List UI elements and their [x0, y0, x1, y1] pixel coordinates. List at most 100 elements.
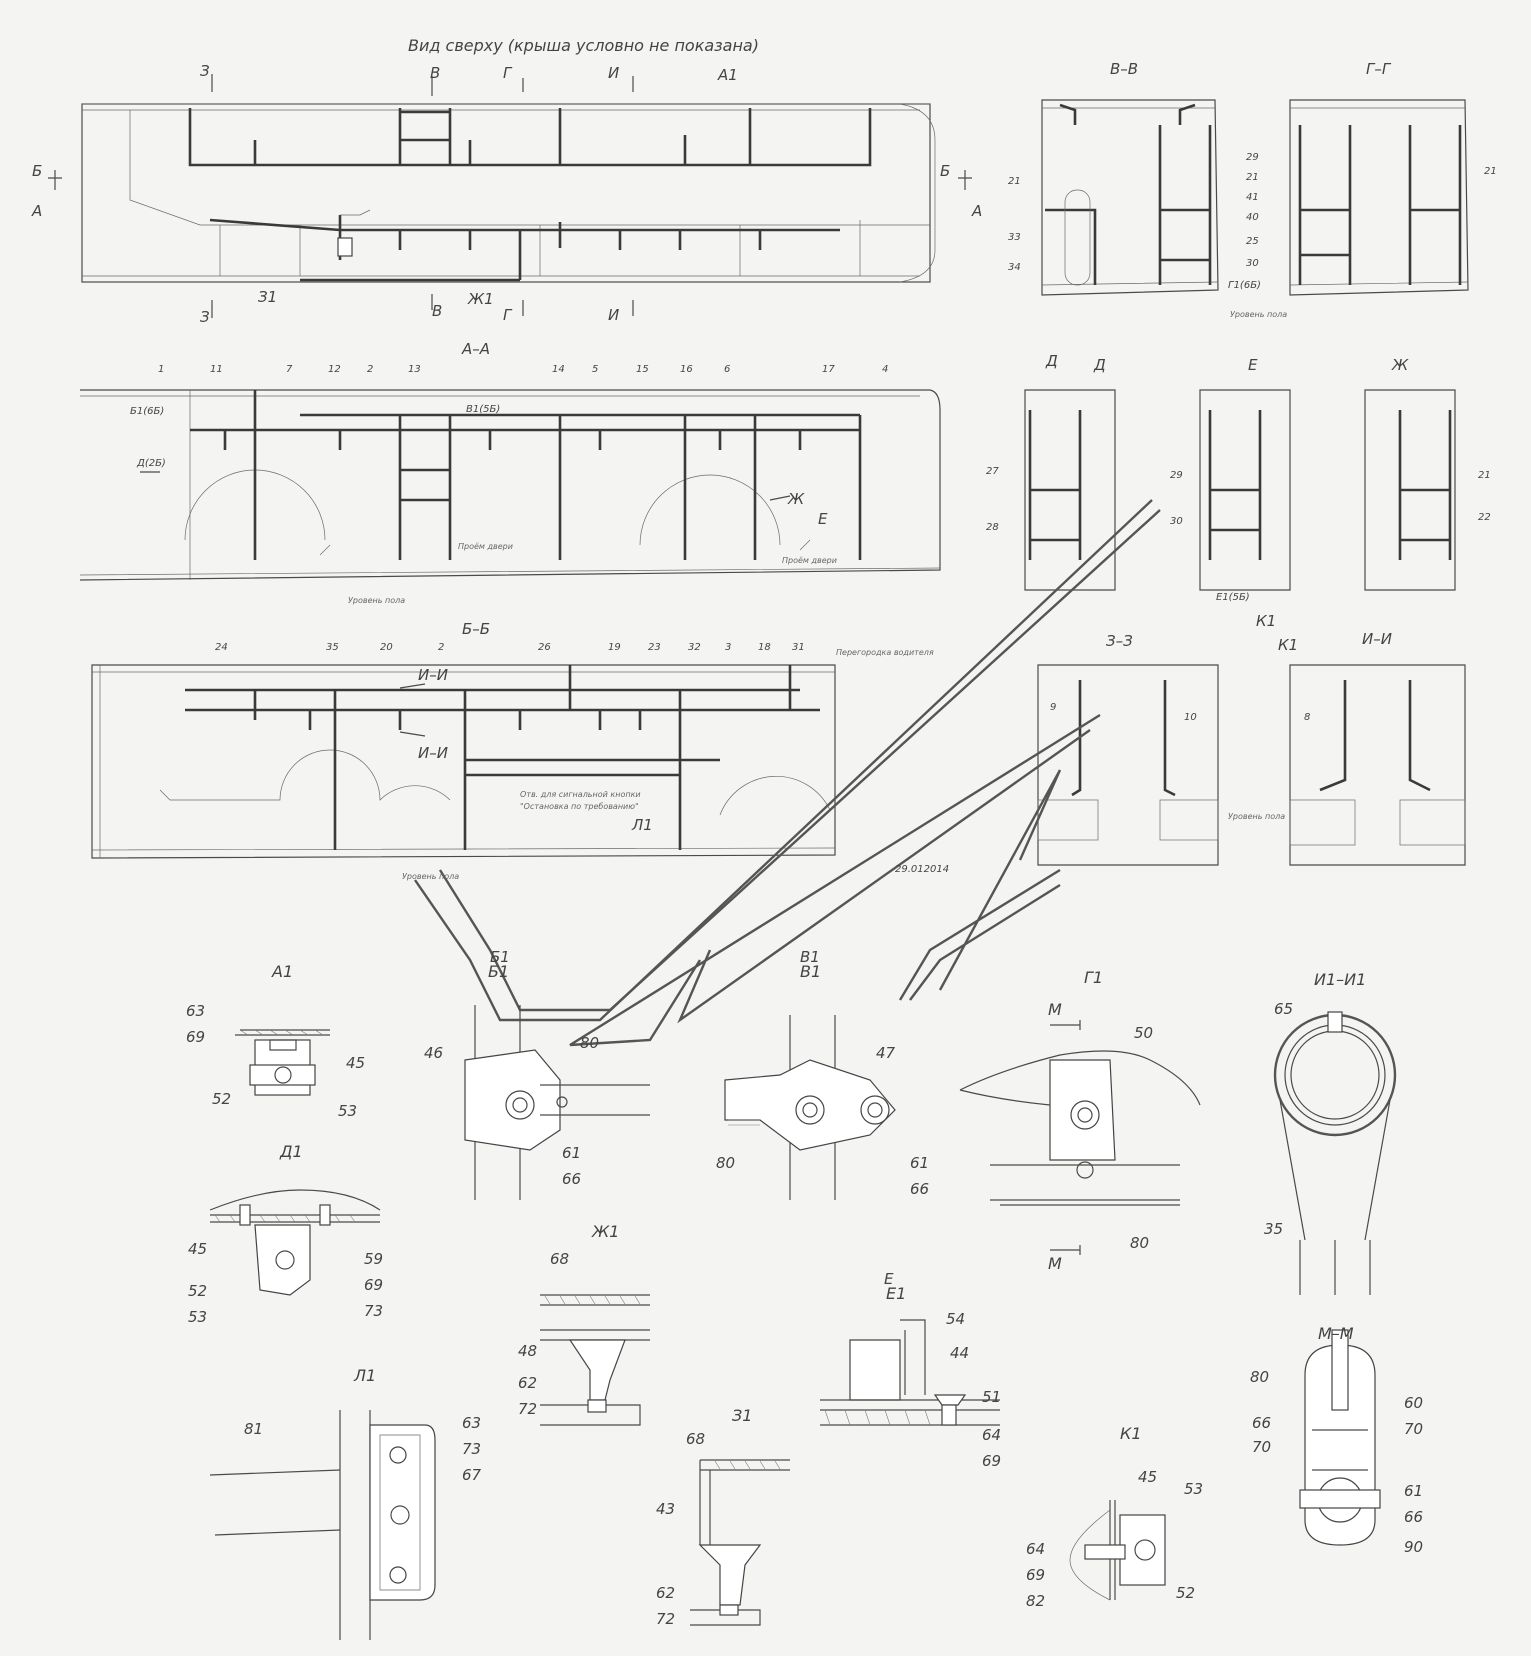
section-aa-title: А–А — [462, 340, 491, 358]
section-bb-title: Б–Б — [462, 620, 491, 638]
a1-pos-69: 69 — [186, 1028, 206, 1046]
cut-mark-g-bottom: Г — [503, 306, 512, 324]
aa-pos-6: 6 — [724, 364, 731, 375]
section-gg-view — [1289, 99, 1469, 296]
detail-mark-k1-label: К1 — [1256, 612, 1277, 630]
bb-pos-32: 32 — [688, 642, 701, 653]
detail-l1-view — [209, 1410, 436, 1640]
bb-pos-2: 2 — [438, 642, 445, 653]
top-view — [48, 74, 972, 318]
vv-pos-40: 40 — [1246, 212, 1259, 223]
detail-e1-view — [820, 1319, 1000, 1426]
d1-pos-73: 73 — [364, 1302, 384, 1320]
section-e-title: Е — [1248, 356, 1258, 374]
a1-pos-52: 52 — [212, 1090, 232, 1108]
aa-floor-level: Уровень пола — [348, 596, 406, 605]
aa-door-opening-2: Проём двери — [782, 556, 837, 565]
b1-pos-61: 61 — [562, 1144, 582, 1162]
mm-pos-90: 90 — [1404, 1538, 1424, 1556]
detail-mark-v1-label: В1 — [800, 948, 820, 966]
zh-pos-21: 21 — [1478, 470, 1491, 481]
detail-a1-title: А1 — [272, 962, 294, 981]
detail-mark-e1-label: Е — [884, 1270, 894, 1288]
z1-pos-68: 68 — [686, 1430, 706, 1448]
detail-mark-d1: Д — [1046, 352, 1058, 370]
detail-mark-a1: А1 — [718, 66, 738, 84]
ref-b1-6b: Б1(6Б) — [130, 406, 165, 417]
cut-mark-i-top: И — [608, 64, 620, 82]
aa-pos-5: 5 — [592, 364, 599, 375]
detail-mark-l1: Л1 — [632, 816, 653, 834]
detail-b1-title: Б1 — [488, 962, 510, 981]
mm-pos-70-right: 70 — [1404, 1420, 1424, 1438]
top-view-title: Вид сверху (крыша условно не показана) — [408, 36, 759, 55]
d1-pos-45: 45 — [188, 1240, 208, 1258]
vv-pos-41: 41 — [1246, 192, 1259, 203]
section-d-title: Д — [1094, 356, 1106, 374]
aa-pos-14: 14 — [552, 364, 565, 375]
zh1-pos-72: 72 — [518, 1400, 538, 1418]
detail-mm-view — [1299, 1329, 1381, 1546]
vv-floor-level: Уровень пола — [1230, 310, 1288, 319]
detail-v1-title: В1 — [800, 962, 822, 981]
detail-l1-title: Л1 — [354, 1366, 377, 1385]
section-ii-view — [1289, 664, 1466, 866]
k1-pos-64: 64 — [1026, 1540, 1046, 1558]
aa-pos-1: 1 — [158, 364, 165, 375]
detail-k1-view — [1069, 1500, 1166, 1601]
detail-mark-zh1: Ж1 — [468, 290, 494, 308]
vv-pos-21: 21 — [1246, 172, 1259, 183]
a1-pos-63: 63 — [186, 1002, 206, 1020]
detail-i1-title: И1–И1 — [1314, 970, 1367, 989]
mm-pos-66: 66 — [1252, 1414, 1272, 1432]
z1-pos-43: 43 — [656, 1500, 676, 1518]
k1-pos-82: 82 — [1026, 1592, 1046, 1610]
aa-pos-17: 17 — [822, 364, 835, 375]
detail-leaders — [414, 499, 1161, 1047]
zh-pos-22: 22 — [1478, 512, 1491, 523]
mm-pos-61: 61 — [1404, 1482, 1424, 1500]
section-zz-view — [1037, 664, 1219, 866]
zh1-pos-62: 62 — [518, 1374, 538, 1392]
section-gg-title: Г–Г — [1366, 60, 1391, 78]
vv-pos-21-left: 21 — [1008, 176, 1021, 187]
gg-pos-21: 21 — [1484, 166, 1497, 177]
aa-pos-16: 16 — [680, 364, 693, 375]
detail-d1-view — [209, 1189, 381, 1296]
bb-driver-partition: Перегородка водителя — [836, 648, 934, 657]
aa-pos-13: 13 — [408, 364, 421, 375]
section-ii-title: И–И — [1362, 630, 1392, 648]
cut-mark-i-bottom: И — [608, 306, 620, 324]
l1-pos-63: 63 — [462, 1414, 482, 1432]
zz-pos-10: 10 — [1184, 712, 1197, 723]
aa-pos-4: 4 — [882, 364, 889, 375]
g1-pos-50: 50 — [1134, 1024, 1154, 1042]
a1-pos-53: 53 — [338, 1102, 358, 1120]
e1-pos-44: 44 — [950, 1344, 970, 1362]
bb-floor-level: Уровень пола — [402, 872, 460, 881]
l1-pos-67: 67 — [462, 1466, 482, 1484]
cut-mark-a-right: А — [972, 202, 983, 220]
g1-pos-80: 80 — [1130, 1234, 1150, 1252]
l1-pos-81: 81 — [244, 1420, 264, 1438]
mm-pos-60: 60 — [1404, 1394, 1424, 1412]
bb-pos-3: 3 — [725, 642, 732, 653]
section-zh-title: Ж — [1392, 356, 1409, 374]
cut-mark-e: Е — [818, 510, 828, 528]
cut-mark-i1-bottom: И–И — [418, 744, 448, 762]
cut-mark-z-bottom: З — [200, 308, 210, 326]
section-d-view — [1024, 389, 1116, 591]
d1-pos-52: 52 — [188, 1282, 208, 1300]
bb-pos-24: 24 — [215, 642, 228, 653]
detail-a1-view — [235, 1029, 330, 1096]
cut-mark-b-right: Б — [940, 162, 951, 180]
detail-mark-z1: З1 — [258, 288, 278, 306]
ref-e1-5b: Е1(5Б) — [1216, 592, 1250, 603]
detail-mm-title: М–М — [1318, 1324, 1354, 1343]
mm-pos-66-right: 66 — [1404, 1508, 1424, 1526]
zz-pos-9: 9 — [1050, 702, 1057, 713]
section-e-view — [1199, 389, 1291, 591]
bb-stop-button-hole: Отв. для сигнальной кнопки — [520, 790, 641, 799]
